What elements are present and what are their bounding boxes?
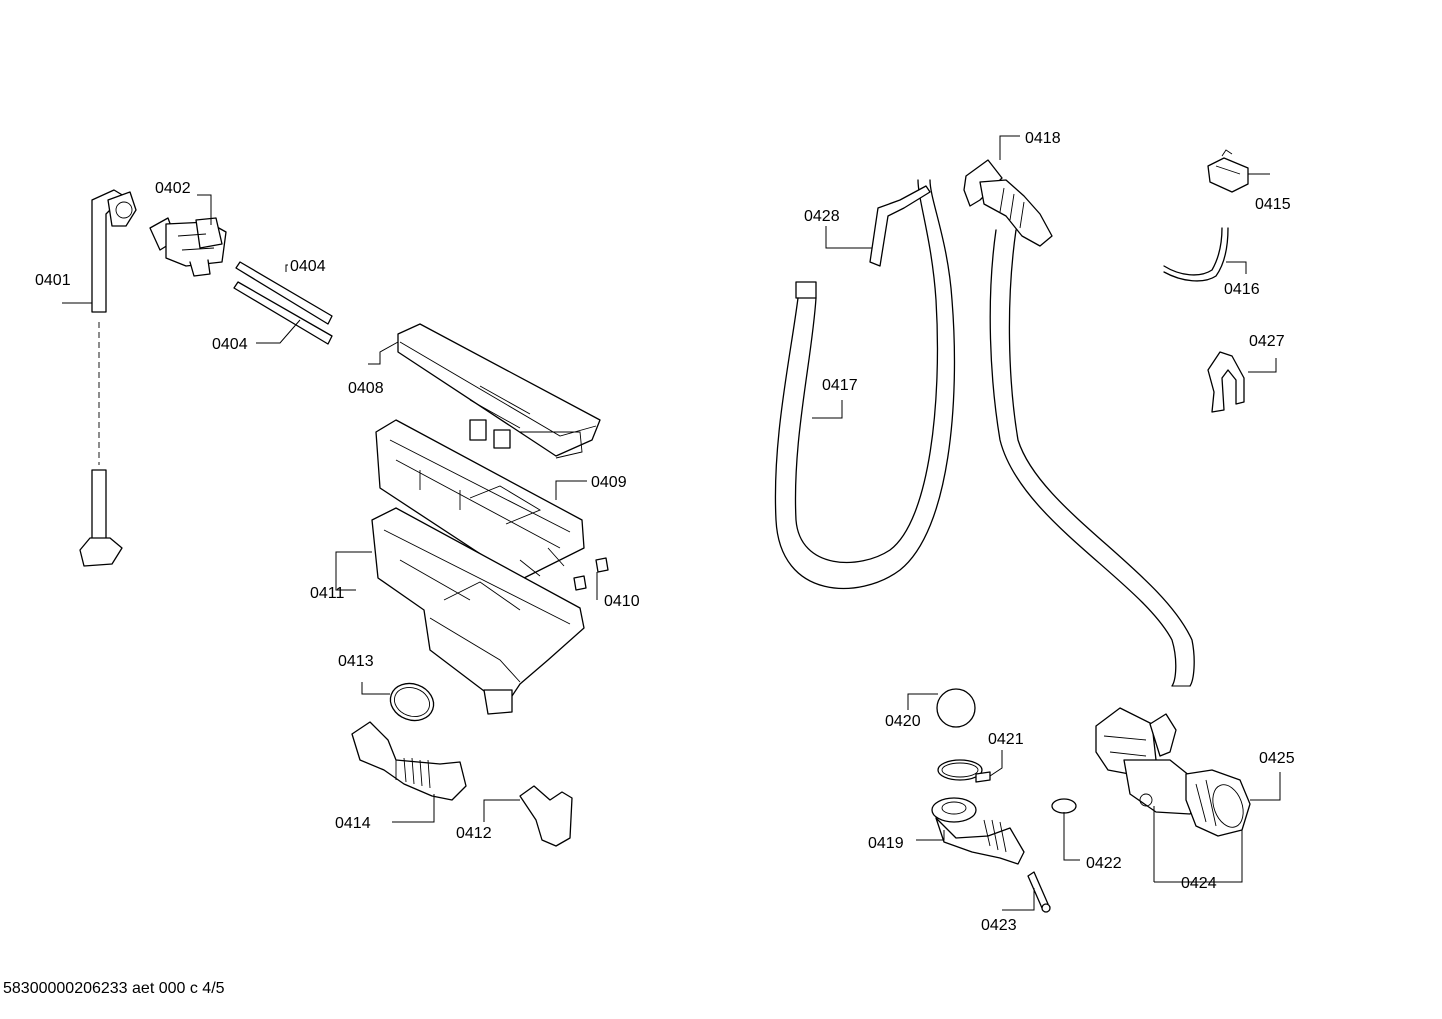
part-0427-clip [1207, 351, 1245, 413]
label-0408: 0408 [348, 380, 384, 397]
label-0428: 0428 [804, 208, 840, 225]
label-0401: 0401 [35, 272, 71, 289]
part-0404-hose-upper [235, 261, 333, 325]
label-0404-upper: 0404 [290, 258, 326, 275]
part-0417-drain-hose [774, 179, 956, 590]
part-0413-ring-seal [389, 682, 435, 722]
label-0404-lower: 0404 [212, 336, 248, 353]
part-0422-small-clamp [1051, 798, 1077, 814]
label-0402: 0402 [155, 180, 191, 197]
part-drain-tube [989, 229, 1195, 687]
part-0402-inlet-valve [149, 217, 227, 277]
leader-lines [62, 135, 1281, 911]
label-0411: 0411 [310, 585, 345, 602]
label-0412: 0412 [456, 825, 492, 842]
part-0408-detergent-drawer [397, 323, 601, 459]
part-0412-small-hose [519, 785, 573, 847]
label-0409: 0409 [591, 474, 627, 491]
part-0423-screw [1027, 871, 1051, 913]
part-0404-hose-lower [233, 281, 333, 345]
label-0417: 0417 [822, 377, 858, 394]
label-0421: 0421 [988, 731, 1024, 748]
part-0401-inlet-pipe [79, 189, 137, 567]
part-0419-sump-hose [931, 797, 1025, 865]
part-0411-dispenser-tray [371, 507, 585, 715]
label-0423: 0423 [981, 917, 1017, 934]
label-0418: 0418 [1025, 130, 1061, 147]
part-0424-drain-pump [1095, 707, 1201, 815]
label-0415: 0415 [1255, 196, 1291, 213]
part-0415-pressure-switch [1207, 149, 1249, 193]
part-0418-tank-connector [963, 159, 1053, 247]
part-0428-vent-hose [869, 185, 931, 267]
part-0421-clamp [937, 759, 991, 783]
label-0416: 0416 [1224, 281, 1260, 298]
part-0414-bellows-hose [351, 721, 467, 801]
part-labels: 0401 0402 0404 0404 0408 0409 0410 0411 … [35, 130, 1295, 934]
label-0427: 0427 [1249, 333, 1285, 350]
part-0416-tube [1163, 227, 1229, 282]
part-0409-dispenser-housing [375, 419, 585, 581]
label-0424: 0424 [1181, 875, 1217, 892]
part-0410-nozzles [573, 557, 609, 591]
label-0419: 0419 [868, 835, 904, 852]
part-0420-ring [936, 688, 976, 728]
document-footer-code: 58300000206233 aet 000 c 4/5 [3, 980, 225, 997]
label-0422: 0422 [1086, 855, 1122, 872]
label-0414: 0414 [335, 815, 371, 832]
part-0425-pump-filter [1185, 769, 1251, 837]
label-0420: 0420 [885, 713, 921, 730]
label-0410: 0410 [604, 593, 640, 610]
label-0425: 0425 [1259, 750, 1295, 767]
label-0413: 0413 [338, 653, 374, 670]
